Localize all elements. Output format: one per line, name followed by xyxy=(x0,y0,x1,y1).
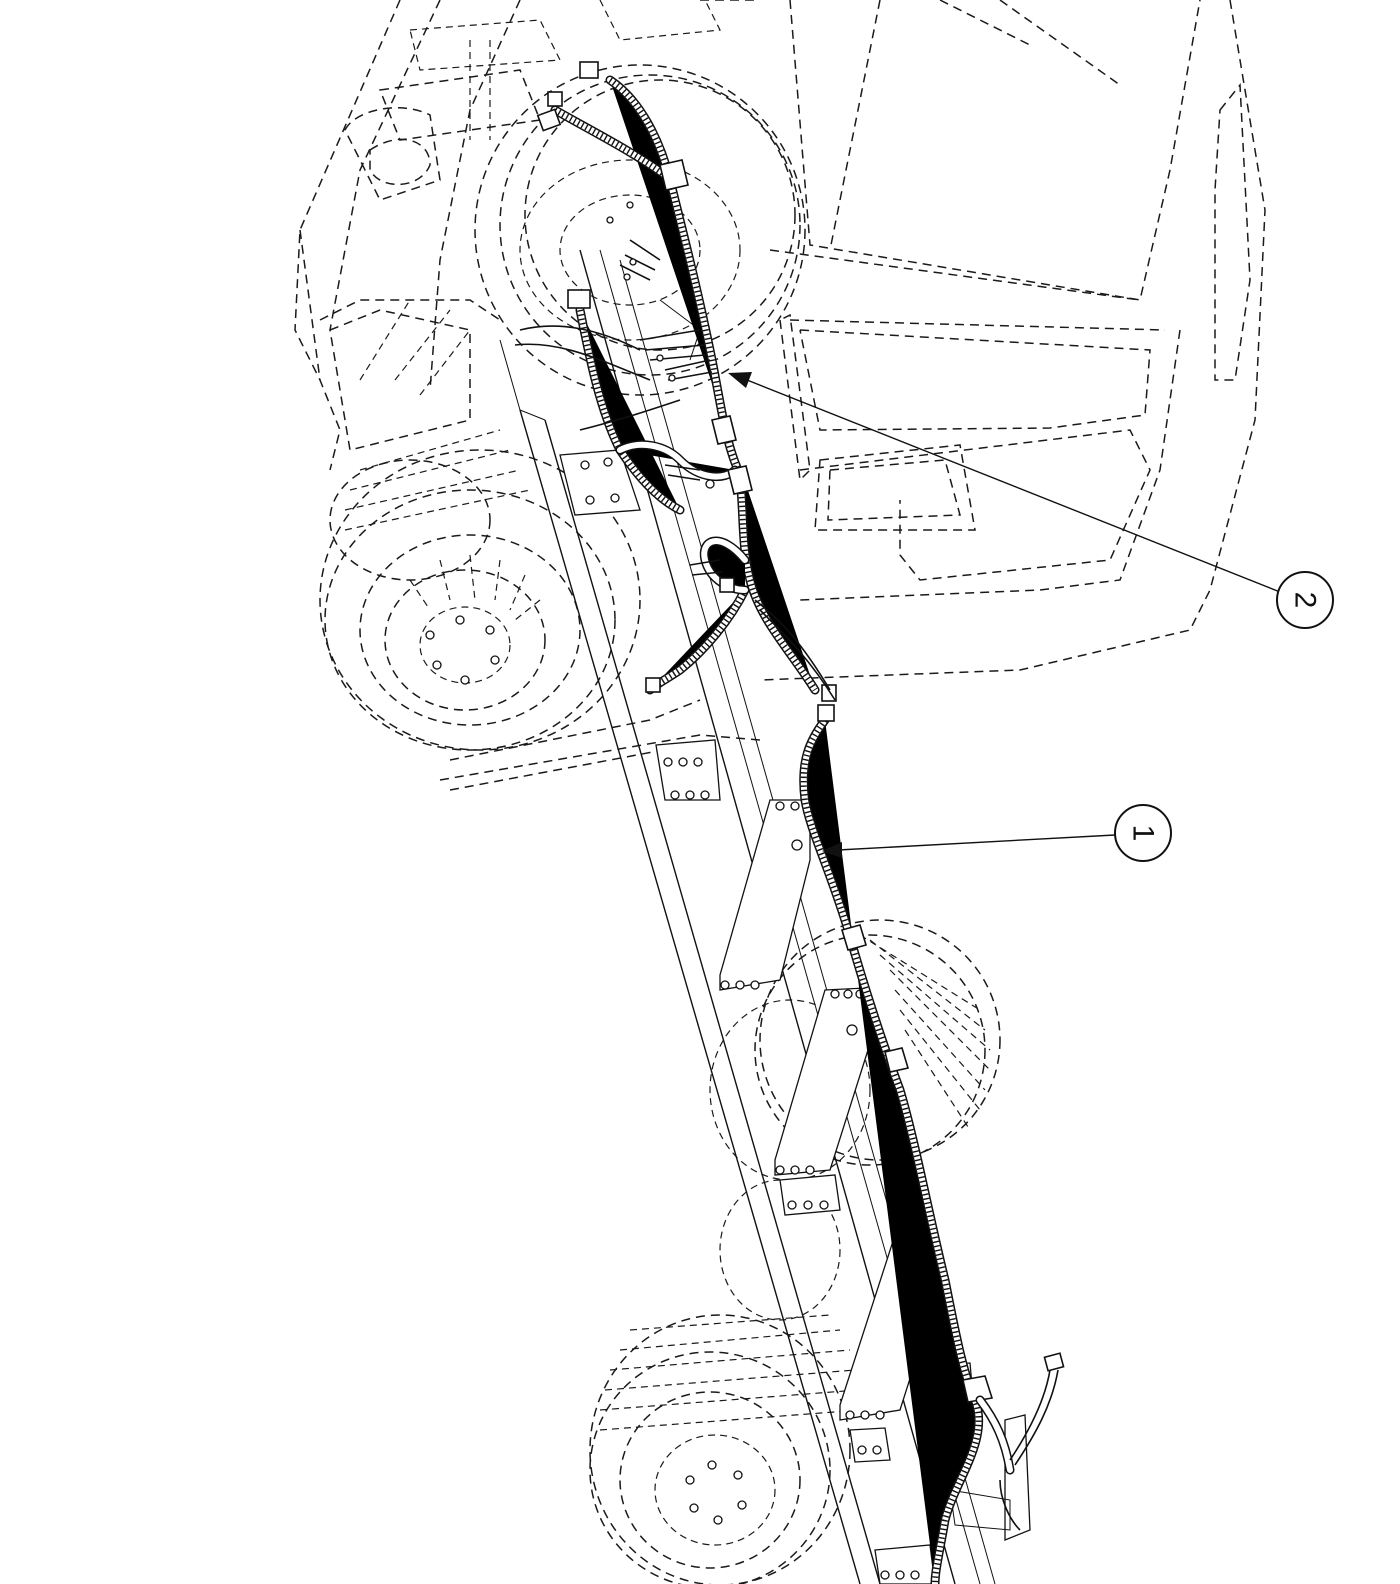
front-near-wheel xyxy=(319,429,641,751)
truck-cab-outline xyxy=(294,0,1266,791)
callout-1-circle xyxy=(1114,804,1172,862)
callout-1-label: 1 xyxy=(1127,825,1160,842)
callout-2: 2 xyxy=(728,372,1334,629)
front-far-wheel xyxy=(474,64,806,396)
cab-harness xyxy=(514,61,836,701)
rear-near-wheel xyxy=(589,1314,861,1584)
callout-2-label: 2 xyxy=(1289,592,1322,609)
callout-2-circle xyxy=(1276,571,1334,629)
rear-far-wheel xyxy=(709,919,1001,1321)
chassis-harness xyxy=(804,684,1065,1584)
callout-1: 1 xyxy=(822,804,1172,862)
